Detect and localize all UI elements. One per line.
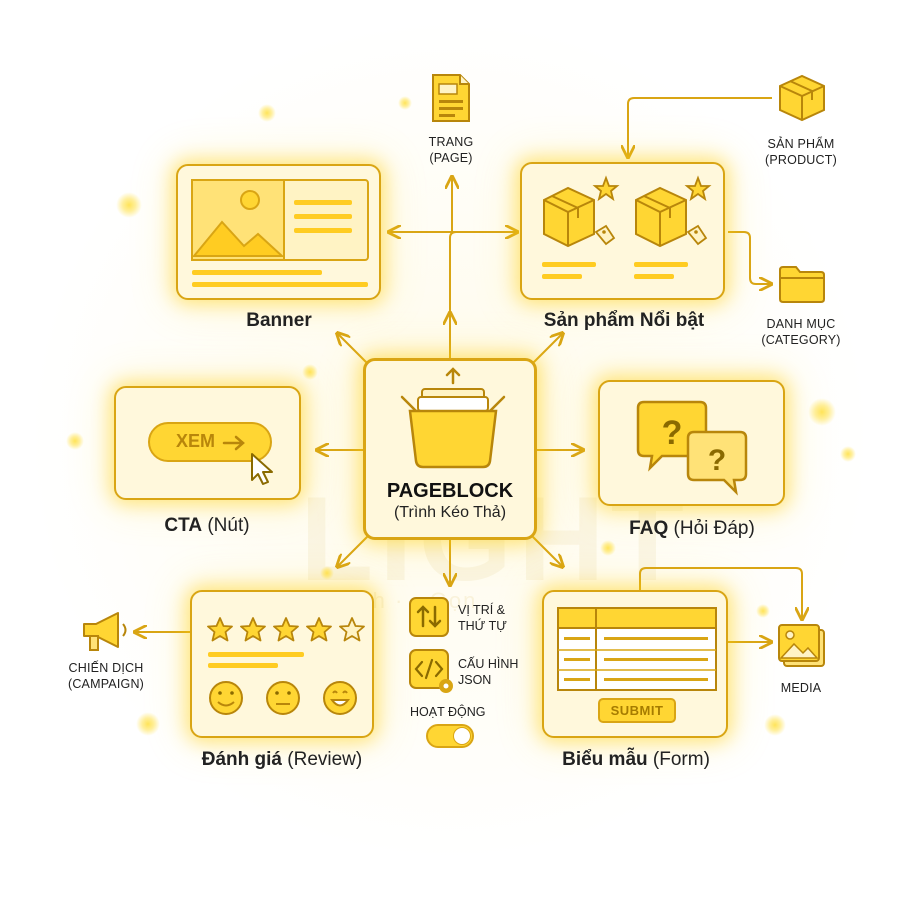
submit-button[interactable]: SUBMIT: [598, 698, 676, 723]
glow-dot: [600, 540, 616, 556]
cta-label: CTA (Nút): [164, 515, 250, 536]
glow-dot: [258, 104, 276, 122]
media-image-icon: [778, 624, 825, 667]
pageblock-title: PAGEBLOCK: [386, 480, 514, 502]
json-config-icon: [409, 649, 453, 693]
star-icon: [240, 617, 266, 642]
glow-dot: [840, 446, 856, 462]
banner-illustration: [191, 179, 369, 287]
product-box-icon: [634, 175, 712, 279]
pageblock-subtitle: (Trình Kéo Thả): [393, 504, 507, 521]
megaphone-icon: [83, 612, 127, 651]
glow-dot: [320, 566, 334, 580]
review-illustration: [207, 617, 365, 715]
drag-drop-basket-icon: [400, 367, 506, 469]
cta-arrow-cursor: [222, 435, 273, 485]
glow-dot: [808, 398, 836, 426]
star-half-icon: [339, 617, 365, 642]
glow-dot: [116, 192, 142, 218]
faq-bubbles-icon: ? ?: [636, 400, 748, 496]
page-node-label: TRANG(PAGE): [428, 135, 474, 165]
product-node-label: SẢN PHẨM(PRODUCT): [765, 137, 837, 167]
banner-block[interactable]: [176, 164, 381, 300]
active-label: HOẠT ĐỘNG: [410, 705, 486, 719]
glow-dot: [66, 432, 84, 450]
svg-text:?: ?: [662, 414, 683, 452]
banner-label: Banner: [246, 310, 312, 331]
grin-face-icon: [323, 681, 357, 715]
glow-dot: [398, 96, 412, 110]
neutral-face-icon: [266, 681, 300, 715]
review-block[interactable]: [190, 590, 374, 738]
campaign-node-label: CHIẾN DỊCH(CAMPAIGN): [67, 661, 145, 691]
form-block[interactable]: SUBMIT: [542, 590, 728, 738]
category-folder-icon: [779, 266, 825, 303]
cursor-icon: [251, 453, 273, 485]
star-icon: [306, 617, 332, 642]
faq-label: FAQ (Hỏi Đáp): [629, 518, 755, 539]
product-box-icon: [542, 175, 620, 279]
product-box-icon: [779, 74, 825, 122]
position-order-label: VỊ TRÍ &THỨ TỰ: [458, 603, 507, 633]
cta-block[interactable]: XEM: [114, 386, 301, 500]
review-label: Đánh giá (Review): [201, 749, 363, 770]
glow-dot: [136, 712, 160, 736]
category-node-label: DANH MỤC(CATEGORY): [761, 317, 841, 347]
featured-products-block[interactable]: [520, 162, 725, 300]
media-node-label: MEDIA: [780, 681, 822, 695]
svg-text:?: ?: [708, 444, 726, 477]
sort-arrows-icon: [409, 597, 449, 637]
toggle-knob: [453, 727, 471, 745]
star-icon: [207, 617, 233, 642]
faq-block[interactable]: ? ?: [598, 380, 785, 506]
featured-products-illustration: [542, 175, 712, 279]
happy-face-icon: [209, 681, 243, 715]
page-document-icon: [432, 74, 470, 122]
pageblock-core[interactable]: [363, 358, 537, 540]
active-toggle[interactable]: [426, 724, 474, 748]
form-label: Biểu mẫu (Form): [562, 749, 710, 770]
glow-dot: [756, 604, 770, 618]
form-table-illustration: [557, 607, 717, 691]
glow-dot: [302, 364, 318, 380]
star-icon: [273, 617, 299, 642]
featured-products-label: Sản phẩm Nổi bật: [543, 310, 705, 331]
glow-dot: [764, 714, 786, 736]
